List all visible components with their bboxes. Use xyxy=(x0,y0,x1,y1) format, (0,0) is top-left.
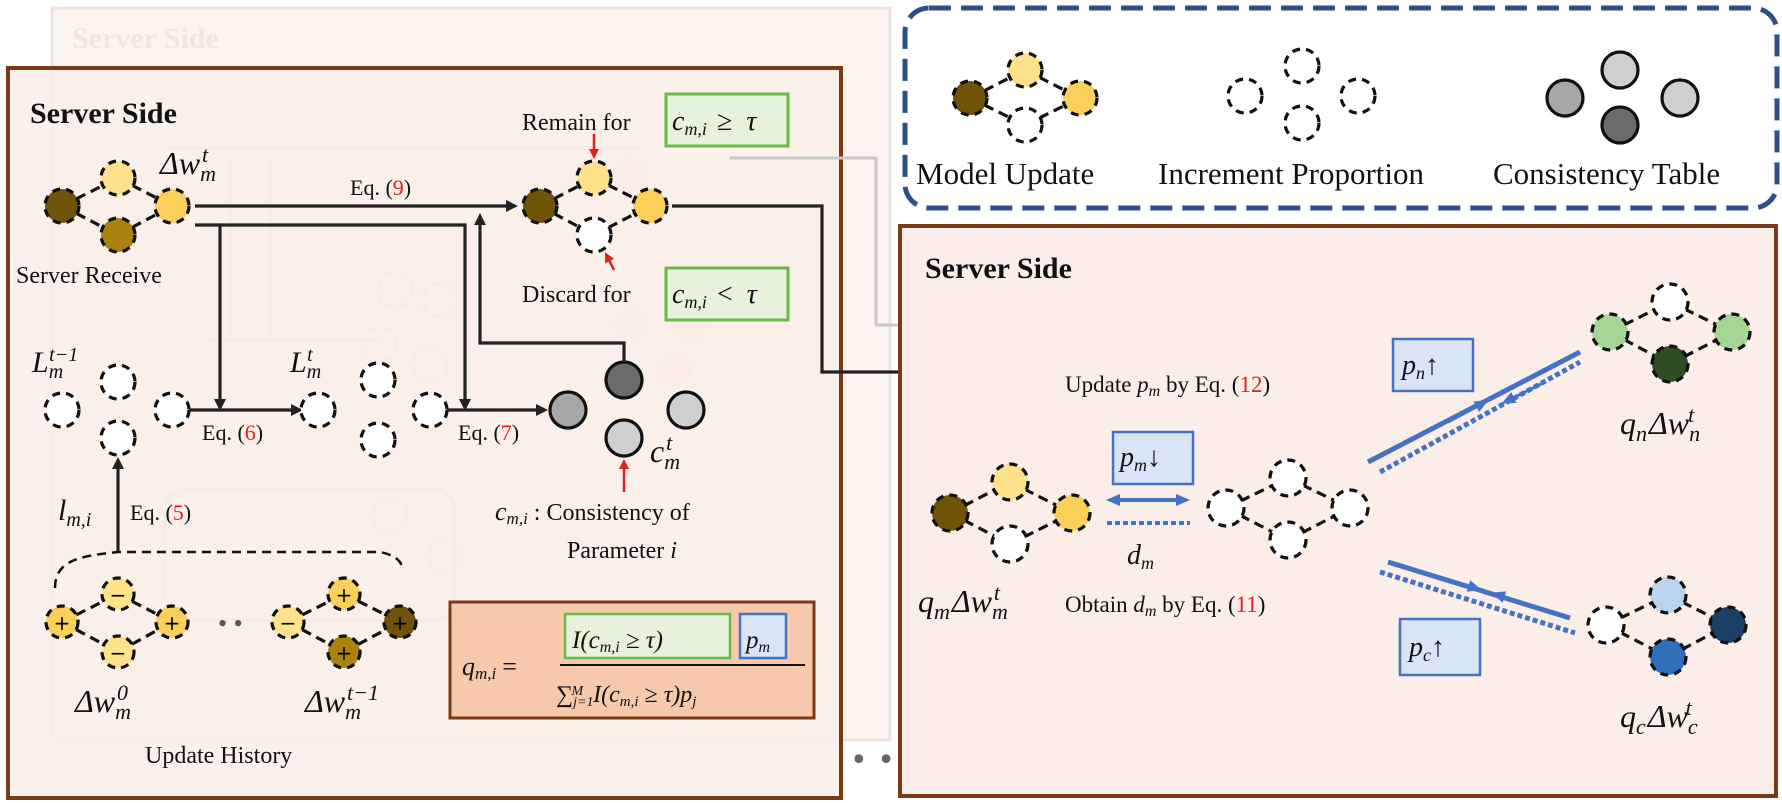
svg-text:+: + xyxy=(336,641,353,665)
right-panel-title: Server Side xyxy=(925,252,1072,285)
legend-model-update-glyph xyxy=(951,51,1099,144)
L-current-label: Lmt xyxy=(289,344,321,383)
legend-frame xyxy=(902,5,1780,211)
pc-up-box xyxy=(1398,617,1482,677)
consistency-definition-line1: cm,i: Consistency of xyxy=(495,497,690,528)
aggregated-increment xyxy=(1206,458,1370,560)
svg-text:−: − xyxy=(110,583,127,607)
update-pm-label: Update pm by Eq. (12) xyxy=(1065,372,1270,400)
remain-condition-text: cm,i≥τ xyxy=(672,106,757,139)
eq6-label: Eq. (6) xyxy=(202,420,263,445)
eq9-label: Eq. (9) xyxy=(350,175,411,200)
pm-down-box xyxy=(1111,430,1195,486)
l-mi-label: lm,i xyxy=(58,494,91,531)
svg-text:+: + xyxy=(54,611,71,635)
formula-numerator: I(cm,i≥ τ) xyxy=(571,627,663,656)
pn-up-label: pn↑ xyxy=(1400,350,1439,383)
history-last-label: Δwmt−1 xyxy=(303,680,379,724)
history-brace xyxy=(53,550,404,589)
delta-w-m-t-label: Δwmt xyxy=(158,142,216,186)
discard-red-arrow xyxy=(604,252,616,271)
remain-for-label: Remain for xyxy=(522,110,631,136)
q-n-label: qnΔwnt xyxy=(1620,402,1700,446)
legend-increment-proportion-label: Increment Proportion xyxy=(1158,156,1425,191)
formula-pm: pm xyxy=(744,627,770,656)
svg-text:−: − xyxy=(110,641,127,665)
filtered-model-update xyxy=(521,159,669,254)
obtain-dm-label: Obtain dm by Eq. (11) xyxy=(1065,592,1265,620)
client-n-arrow-up xyxy=(1447,400,1489,424)
consistency-to-filter-arrow xyxy=(474,213,626,362)
increment-proportion-current xyxy=(299,361,449,459)
legend-box: Model Update Increment Proportion Consis… xyxy=(902,5,1780,211)
svg-text:+: + xyxy=(336,583,353,607)
client-c-arrow-right xyxy=(1439,575,1482,592)
q-m-label: qmΔwmt xyxy=(918,580,1008,624)
client-m-update xyxy=(930,462,1092,564)
client-c-arrow-left xyxy=(1491,591,1546,612)
discard-for-label: Discard for xyxy=(522,282,631,308)
server-receive-label: Server Receive xyxy=(16,263,162,289)
legend-model-update-label: Model Update xyxy=(916,156,1094,191)
discard-condition-text: cm,i<τ xyxy=(672,279,758,312)
L-prev-label: Lmt−1 xyxy=(31,344,78,383)
discard-condition-box xyxy=(664,266,790,322)
continuation-dots: • • xyxy=(850,743,895,778)
to-eq7-arrow xyxy=(220,223,471,411)
legend-consistency-table-label: Consistency Table xyxy=(1493,156,1720,191)
client-c-dotted-line xyxy=(1379,569,1576,636)
formula-pm-box xyxy=(738,612,788,660)
left-panel-title: Server Side xyxy=(30,97,177,130)
pm-down-label: pm↓ xyxy=(1118,442,1161,475)
history-first-label: Δwm0 xyxy=(73,680,131,724)
legend-increment-proportion-glyph xyxy=(1226,47,1377,142)
update-history-label: Update History xyxy=(145,743,292,769)
c-m-t-label: cmt xyxy=(650,430,680,474)
history-last-update: − + + + xyxy=(270,576,418,670)
client-c-update xyxy=(1586,575,1748,677)
history-first-update: + − − + xyxy=(44,576,190,670)
server-receive-model-update xyxy=(43,159,191,254)
client-n-arrow-down xyxy=(1501,380,1546,404)
right-panel: Server Side Update pm by Eq. (12) Obtain… xyxy=(898,224,1778,798)
client-n-update xyxy=(1590,282,1752,384)
legend-consistency-table-glyph xyxy=(1545,50,1700,145)
svg-text:+: + xyxy=(164,611,181,635)
pc-up-label: pc↑ xyxy=(1407,632,1445,665)
client-n-dotted-line xyxy=(1378,359,1582,475)
eq7-label: Eq. (7) xyxy=(458,420,519,445)
svg-text:+: + xyxy=(392,611,409,635)
left-panel: Server Side Δwmt Server Receive Eq. (9) … xyxy=(6,66,843,800)
pn-up-box xyxy=(1391,337,1475,393)
formula-lhs: qm,i= xyxy=(462,652,517,683)
history-ellipsis: • • xyxy=(218,609,243,638)
remain-condition-box xyxy=(664,92,790,148)
background-panel-title: Server Side xyxy=(72,22,219,55)
formula-indicator-box xyxy=(563,612,732,660)
dm-label: dm xyxy=(1127,540,1154,573)
q-c-label: qcΔwct xyxy=(1620,695,1698,739)
svg-text:−: − xyxy=(280,611,297,635)
eq5-label: Eq. (5) xyxy=(130,500,191,525)
